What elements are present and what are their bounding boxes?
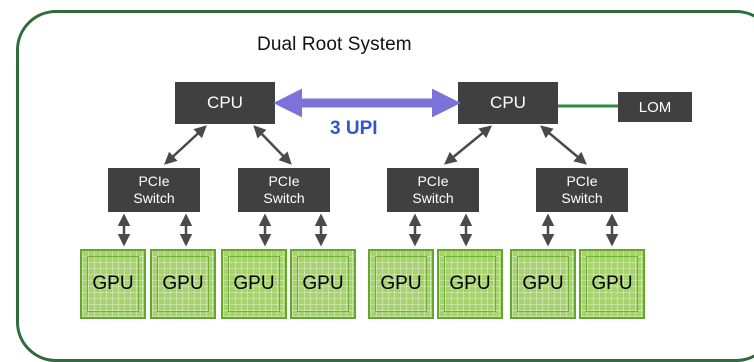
gpu-3-label: GPU [233,273,275,294]
gpu-2-label: GPU [162,273,204,294]
cpu-left: CPU [175,82,275,124]
gpu-4-label: GPU [302,273,344,294]
pcie-switch-1-line1: PCIe [138,173,170,189]
cpu-right: CPU [458,82,558,124]
gpu-6-label: GPU [449,273,491,294]
diagram-title: Dual Root System [257,34,412,55]
upi-label: 3 UPI [330,118,378,139]
pcie-switch-1: PCIe Switch [108,168,200,212]
gpu-4: GPU [290,249,356,319]
pcie-switch-1-line2: Switch [133,190,175,206]
gpu-5-label: GPU [380,273,422,294]
gpu-8-label: GPU [591,273,633,294]
gpu-2: GPU [150,249,216,319]
gpu-7-label: GPU [522,273,564,294]
pcie-switch-2: PCIe Switch [238,168,330,212]
pcie-switch-3: PCIe Switch [387,168,479,212]
pcie-switch-3-line2: Switch [412,190,454,206]
lom-box: LOM [618,92,692,122]
gpu-8: GPU [579,249,645,319]
gpu-1: GPU [80,249,146,319]
pcie-switch-2-line2: Switch [263,190,305,206]
pcie-switch-3-line1: PCIe [417,173,449,189]
pcie-switch-4-line2: Switch [561,190,603,206]
pcie-switch-2-line1: PCIe [268,173,300,189]
pcie-switch-4-line1: PCIe [566,173,598,189]
gpu-1-label: GPU [92,273,134,294]
gpu-7: GPU [510,249,576,319]
pcie-switch-4: PCIe Switch [536,168,628,212]
gpu-6: GPU [437,249,503,319]
dual-root-diagram: Dual Root System CPU CPU LOM 3 UPI PCIe … [16,10,754,362]
gpu-3: GPU [221,249,287,319]
gpu-5: GPU [368,249,434,319]
